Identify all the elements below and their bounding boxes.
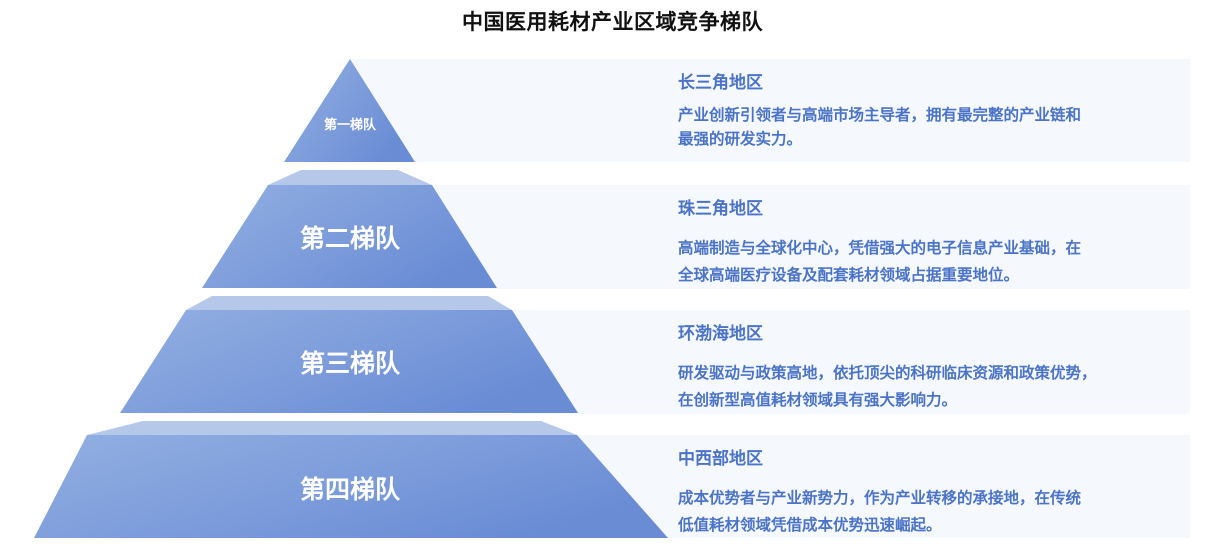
tier-4-region: 中西部地区 (678, 449, 763, 469)
tier-3-cap (186, 296, 512, 310)
tier-1-description: 产业创新引领者与高端市场主导者，拥有最完整的产业链和 最强的研发实力。 (678, 106, 1082, 148)
tier-2-panel: 珠三角地区 高端制造与全球化中心，凭借强大的电子信息产业基础，在 全球高端医疗设… (432, 185, 1190, 289)
tier-4-panel: 中西部地区 成本优势者与产业新势力，作为产业转移的承接地，在传统 低值耗材领域凭… (577, 435, 1190, 538)
tier-1-label: 第一梯队 (323, 118, 376, 133)
tier-4-shape (34, 435, 668, 538)
tier-2-label: 第二梯队 (299, 224, 400, 253)
tier-1-panel: 长三角地区 产业创新引领者与高端市场主导者，拥有最完整的产业链和 最强的研发实力… (352, 59, 1190, 162)
diagram-title: 中国医用耗材产业区域竞争梯队 (462, 10, 763, 34)
tier-3-region: 环渤海地区 (678, 324, 763, 344)
tier-4-cap (87, 421, 577, 435)
tier-3-panel: 环渤海地区 研发驱动与政策高地，依托顶尖的科研临床资源和政策优势， 在创新型高值… (512, 310, 1190, 414)
tier-2-description: 高端制造与全球化中心，凭借强大的电子信息产业基础，在 全球高端医疗设备及配套耗材… (678, 239, 1082, 284)
tier-1-shape (284, 59, 415, 162)
tier-2-shape (202, 185, 497, 288)
tier-3-description: 研发驱动与政策高地，依托顶尖的科研临床资源和政策优势， 在创新型高值耗材领域具有… (678, 364, 1097, 409)
tier-4-description: 成本优势者与产业新势力，作为产业转移的承接地，在传统 低值耗材领域凭借成本优势迅… (678, 489, 1082, 534)
tier-2-cap (268, 170, 432, 185)
tier-2-region: 珠三角地区 (678, 199, 763, 219)
tier-3-shape (120, 310, 578, 413)
tier-4-label: 第四梯队 (299, 475, 400, 504)
tier-3-label: 第三梯队 (299, 349, 400, 378)
tier-1-region: 长三角地区 (678, 73, 763, 93)
